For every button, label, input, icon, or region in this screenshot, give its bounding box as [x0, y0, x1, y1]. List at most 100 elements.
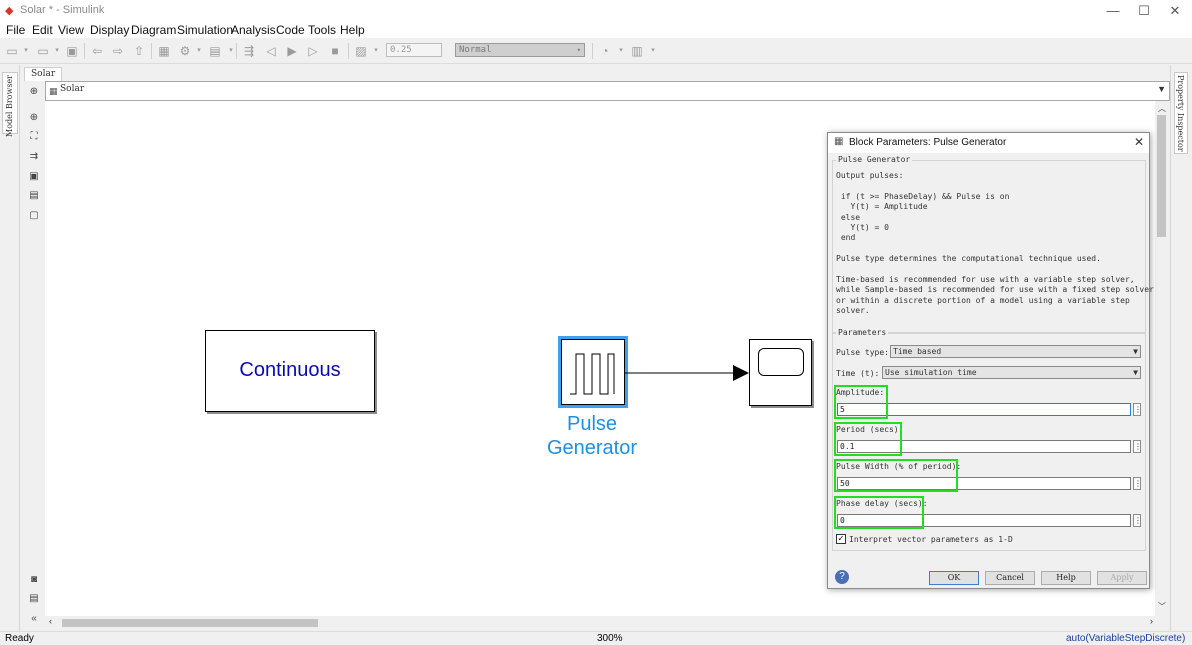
breadcrumb[interactable]: Solar — [60, 84, 85, 94]
model-advisor-dropdown-icon[interactable]: ▾ — [619, 47, 623, 54]
new-dropdown-icon[interactable]: ▾ — [24, 47, 28, 54]
save-icon[interactable]: ▣ — [66, 44, 78, 58]
continuous-block-label: Continuous — [239, 359, 341, 381]
time-select[interactable]: Use simulation time ▼ — [882, 366, 1141, 379]
fit-view-icon[interactable]: ▨ — [355, 44, 367, 58]
model-config-dropdown-icon[interactable]: ▾ — [197, 47, 201, 54]
zoom-icon[interactable]: ⊕ — [29, 112, 39, 123]
chevron-down-icon: ▼ — [1133, 368, 1138, 377]
fit-view-dropdown-icon[interactable]: ▾ — [374, 47, 378, 54]
interpret-checkbox[interactable]: ✓ — [836, 534, 846, 544]
block-palette — [22, 81, 45, 631]
menu-help[interactable]: Help — [340, 23, 365, 37]
scope-block[interactable] — [749, 339, 812, 406]
image-icon[interactable]: ▤ — [29, 190, 39, 201]
pulse-width-input[interactable]: 50 — [837, 477, 1131, 490]
vertical-scroll-thumb[interactable] — [1157, 115, 1166, 237]
amplitude-more-button[interactable]: ⋮ — [1133, 403, 1142, 416]
scroll-right-icon[interactable]: › — [1150, 616, 1153, 626]
open-dropdown-icon[interactable]: ▾ — [55, 47, 59, 54]
scroll-left-icon[interactable]: ‹ — [49, 616, 52, 626]
tab-solar[interactable]: Solar — [24, 67, 63, 81]
phase-delay-input[interactable]: 0 — [837, 514, 1131, 527]
area-icon[interactable]: ▢ — [29, 210, 39, 221]
phase-delay-more-button[interactable]: ⋮ — [1133, 514, 1142, 527]
toolbar-separator — [236, 43, 237, 59]
data-inspector-dropdown-icon[interactable]: ▾ — [651, 47, 655, 54]
period-more-button[interactable]: ⋮ — [1133, 440, 1142, 453]
menu-tools[interactable]: Tools — [308, 23, 337, 37]
model-explorer-icon[interactable]: ▤ — [209, 44, 221, 58]
solver-link[interactable]: auto(VariableStepDiscrete) — [1066, 633, 1186, 644]
library-browser-icon[interactable]: ▦ — [158, 44, 170, 58]
help-button[interactable]: Help — [1041, 571, 1091, 585]
horizontal-scroll-thumb[interactable] — [62, 619, 318, 627]
pulse-generator-block[interactable] — [561, 339, 625, 405]
editor-tab-bar — [20, 65, 1170, 81]
pulse-width-label: Pulse Width (% of period): — [836, 462, 962, 471]
pulse-width-more-button[interactable]: ⋮ — [1133, 477, 1142, 490]
up-arrow-icon[interactable]: ⇧ — [133, 44, 145, 58]
signal-arrow-icon[interactable]: ⇉ — [29, 151, 39, 162]
model-browser-tab[interactable]: Model Browser — [2, 72, 18, 137]
ok-button[interactable]: OK — [929, 571, 979, 585]
parameters-group — [832, 333, 1146, 551]
minimize-button[interactable]: — — [1106, 3, 1120, 18]
menu-view[interactable]: View — [58, 23, 84, 37]
step-forward-icon[interactable]: ▷ — [308, 44, 318, 58]
open-model-icon[interactable]: ▭ — [37, 44, 49, 58]
model-info-icon[interactable]: ▤ — [29, 593, 39, 604]
update-diagram-icon[interactable]: ⇶ — [243, 44, 255, 58]
forward-arrow-icon[interactable]: ⇨ — [112, 44, 124, 58]
stop-icon[interactable]: ■ — [331, 44, 339, 58]
property-inspector-tab[interactable]: Property Inspector — [1174, 72, 1188, 154]
scroll-up-icon[interactable]: ︿ — [1158, 104, 1166, 113]
horizontal-scrollbar[interactable]: ‹ › — [45, 616, 1157, 630]
menu-code[interactable]: Code — [276, 23, 305, 37]
data-inspector-icon[interactable]: ▥ — [631, 44, 643, 58]
run-icon[interactable]: ▶ — [287, 44, 297, 58]
model-config-icon[interactable]: ⚙ — [179, 44, 191, 58]
chevron-down-icon: ▾ — [576, 46, 581, 54]
annotation-icon[interactable]: ▣ — [29, 171, 39, 182]
model-advisor-icon[interactable]: ◔ — [601, 44, 609, 58]
window-title: Solar * - Simulink — [20, 4, 105, 16]
close-window-button[interactable]: ✕ — [1169, 3, 1181, 18]
pulse-type-select[interactable]: Time based ▼ — [890, 345, 1141, 358]
fit-to-view-icon[interactable]: ⛶ — [30, 131, 38, 142]
phase-delay-label: Phase delay (secs): — [836, 499, 928, 508]
amplitude-input[interactable]: 5 — [837, 403, 1131, 416]
pulse-label-line1: Pulse — [566, 413, 618, 435]
menu-analysis[interactable]: Analysis — [231, 23, 276, 37]
dialog-close-icon[interactable]: ✕ — [1134, 135, 1145, 149]
maximize-button[interactable]: ☐ — [1138, 3, 1150, 18]
menu-diagram[interactable]: Diagram — [131, 23, 177, 37]
model-explorer-dropdown-icon[interactable]: ▾ — [229, 47, 233, 54]
property-inspector-label: Property Inspector — [1176, 75, 1185, 152]
block-params-icon: ▦ — [834, 136, 844, 147]
hide-explorer-icon[interactable]: ⊕ — [29, 86, 39, 97]
screenshot-icon[interactable]: ◙ — [30, 574, 38, 585]
simulation-mode-select[interactable]: Normal ▾ — [455, 43, 585, 57]
description-group — [832, 160, 1146, 333]
scroll-down-icon[interactable]: ﹀ — [1158, 602, 1166, 611]
collapse-icon[interactable]: « — [31, 613, 37, 624]
time-label: Time (t): — [836, 369, 880, 378]
menu-display[interactable]: Display — [90, 23, 130, 37]
pulse-wave-icon — [570, 353, 615, 395]
menu-simulation[interactable]: Simulation — [177, 23, 234, 37]
toolbar-separator — [84, 43, 85, 59]
menu-file[interactable]: File — [6, 23, 26, 37]
period-input[interactable]: 0.1 — [837, 440, 1131, 453]
new-model-icon[interactable]: ▭ — [6, 44, 18, 58]
signal-line[interactable] — [625, 362, 751, 384]
back-arrow-icon[interactable]: ⇦ — [91, 44, 103, 58]
apply-button[interactable]: Apply — [1097, 571, 1147, 585]
help-icon[interactable]: ? — [835, 570, 849, 584]
stop-time-input[interactable]: 0.25 — [386, 43, 442, 57]
step-back-icon[interactable]: ◁ — [266, 44, 276, 58]
chevron-down-icon[interactable]: ▼ — [1157, 84, 1166, 94]
cancel-button[interactable]: Cancel — [985, 571, 1035, 585]
continuous-block[interactable]: Continuous — [205, 330, 375, 412]
menu-edit[interactable]: Edit — [32, 23, 53, 37]
